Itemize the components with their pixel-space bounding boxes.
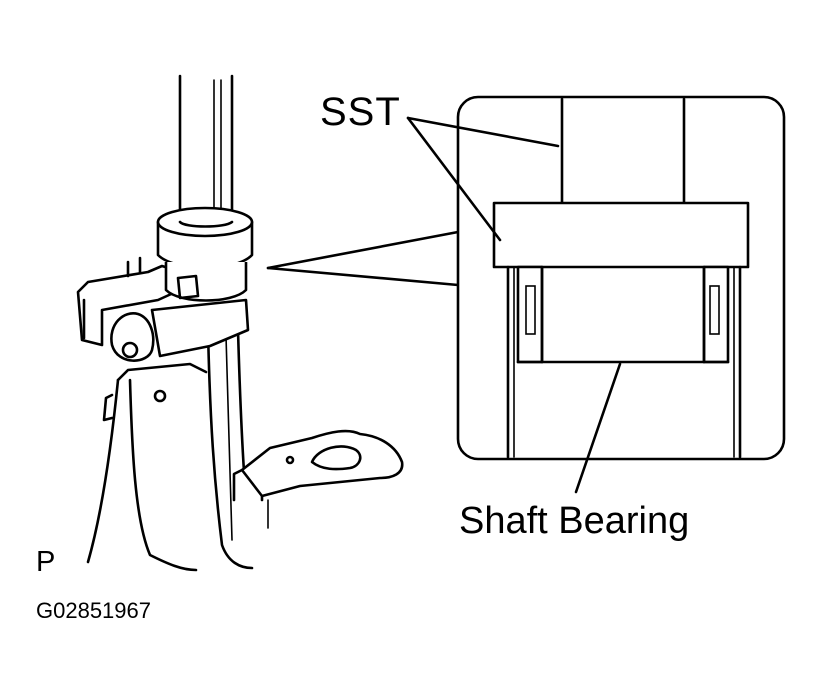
sst-label: SST [320, 90, 401, 134]
steering-column-assembly [76, 74, 404, 572]
lower-bracket [232, 429, 404, 529]
detail-box [456, 95, 786, 461]
figure-id-label: G02851967 [36, 598, 151, 623]
column-tube [206, 328, 254, 570]
shaft-bearing-detail [516, 265, 730, 364]
view-label: P [36, 546, 56, 578]
callout-lines [266, 230, 460, 287]
sst-shaft-detail [560, 97, 686, 205]
leader-lines [406, 116, 622, 494]
shaft-bearing-label: Shaft Bearing [459, 500, 690, 542]
sst-leader-upper [406, 116, 560, 148]
shaft-bearing-leader [574, 362, 622, 494]
sst-leader-lower [406, 116, 502, 242]
detail-inset [456, 95, 786, 461]
column-bracket-body [86, 362, 208, 572]
housing-detail [506, 265, 742, 459]
sst-plate [492, 201, 750, 269]
sst-collar [156, 206, 254, 302]
steering-shaft [178, 74, 234, 214]
